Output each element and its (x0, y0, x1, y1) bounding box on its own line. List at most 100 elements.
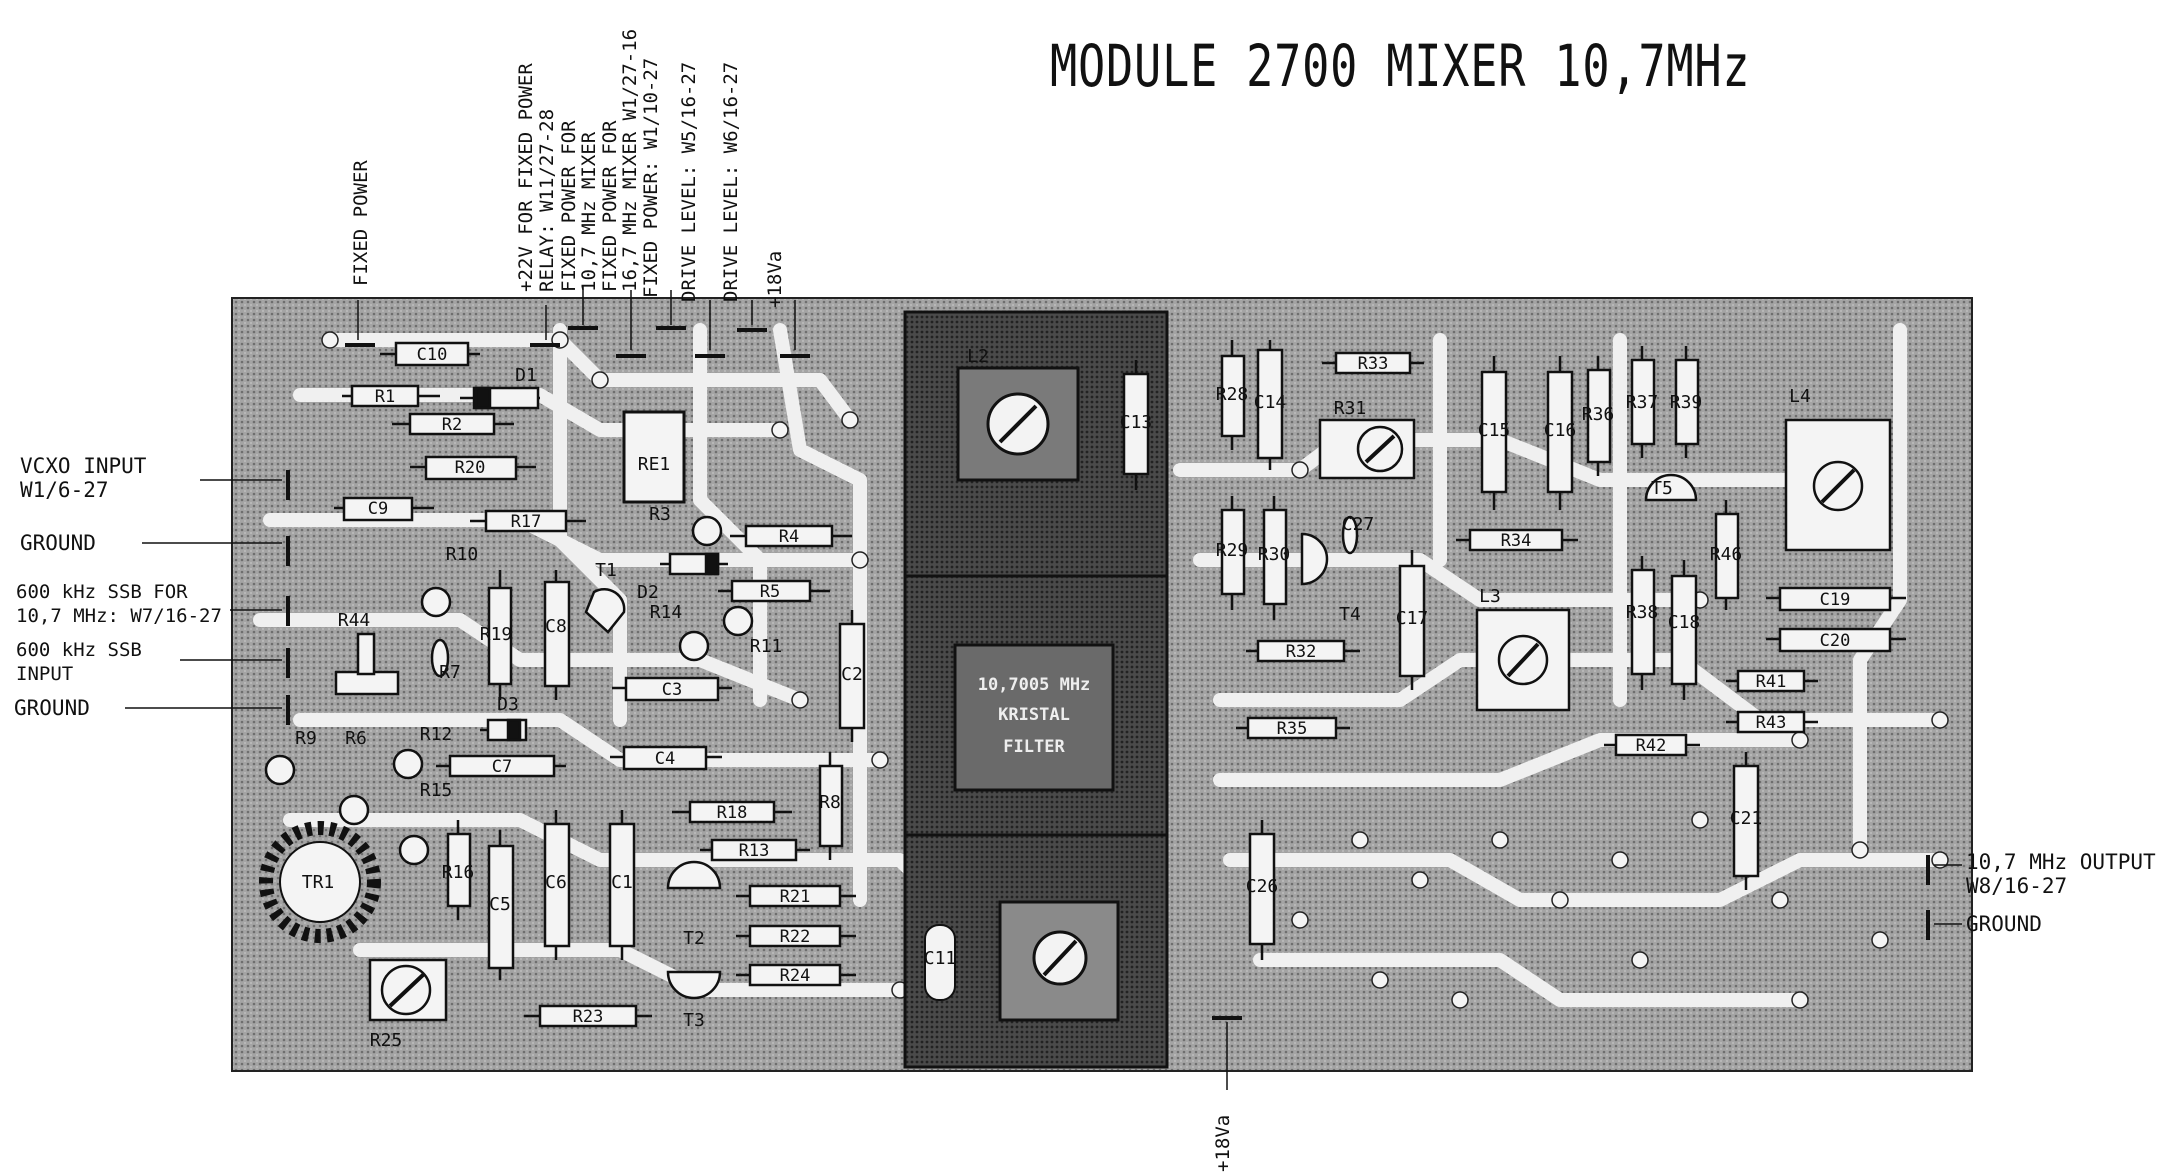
svg-text:R1: R1 (375, 387, 395, 407)
label-167-mixer: 16,7 MHz MIXER W1/27-16 (619, 28, 641, 292)
svg-text:T2: T2 (683, 928, 705, 949)
svg-text:C16: C16 (1544, 420, 1577, 441)
svg-text:C5: C5 (489, 894, 511, 915)
svg-text:R42: R42 (1636, 736, 1667, 756)
svg-text:D1: D1 (515, 365, 537, 386)
label-fixed-power-for-1: FIXED POWER FOR (558, 120, 580, 292)
svg-text:R29: R29 (1216, 540, 1249, 561)
svg-text:C18: C18 (1668, 612, 1701, 633)
svg-text:C26: C26 (1246, 876, 1279, 897)
svg-text:C2: C2 (841, 664, 863, 685)
svg-text:L4: L4 (1789, 386, 1811, 407)
output-line2: W8/16-27 (1966, 874, 2068, 898)
svg-text:R36: R36 (1582, 404, 1615, 425)
ssb107-line1: 600 kHz SSB FOR (16, 581, 188, 603)
svg-text:R46: R46 (1710, 544, 1743, 565)
svg-text:C7: C7 (492, 757, 512, 777)
svg-text:R16: R16 (442, 862, 475, 883)
top-terminals (345, 326, 810, 358)
svg-text:C11: C11 (924, 948, 957, 969)
svg-text:R22: R22 (780, 927, 811, 947)
svg-text:R20: R20 (455, 458, 486, 478)
svg-text:R35: R35 (1277, 719, 1308, 739)
svg-text:R11: R11 (750, 636, 783, 657)
svg-text:R19: R19 (480, 624, 513, 645)
top-leaders (357, 285, 796, 350)
svg-text:R32: R32 (1286, 642, 1317, 662)
vcxo-line1: VCXO INPUT (20, 454, 147, 478)
svg-text:C27: C27 (1342, 514, 1375, 535)
ssb-line1: 600 kHz SSB (16, 639, 142, 661)
label-ground-2: GROUND (14, 696, 90, 720)
svg-text:L3: L3 (1479, 586, 1501, 607)
left-leaders (125, 479, 282, 709)
svg-text:R31: R31 (1334, 398, 1367, 419)
svg-text:R18: R18 (717, 803, 748, 823)
crystal-text-0: 10,7005 MHz (978, 675, 1091, 695)
svg-text:R44: R44 (338, 610, 371, 631)
diagram-title: MODULE 2700 MIXER 10,7MHz (1050, 32, 1751, 100)
label-drive-level-w5: DRIVE LEVEL: W5/16-27 (678, 61, 700, 302)
special-parts (259, 410, 1892, 1022)
svg-text:R28: R28 (1216, 384, 1249, 405)
svg-text:R6: R6 (345, 728, 367, 749)
svg-text:C14: C14 (1254, 392, 1287, 413)
svg-text:R14: R14 (650, 602, 683, 623)
svg-text:C1: C1 (611, 872, 633, 893)
svg-text:C6: C6 (545, 872, 567, 893)
label-fixed-power: FIXED POWER (350, 160, 372, 286)
svg-text:R9: R9 (295, 728, 317, 749)
svg-text:C19: C19 (1820, 590, 1851, 610)
svg-text:R43: R43 (1756, 713, 1787, 733)
svg-text:C20: C20 (1820, 631, 1851, 651)
svg-text:C21: C21 (1730, 808, 1763, 829)
svg-text:R8: R8 (819, 792, 841, 813)
label-ground-right: GROUND (1966, 912, 2042, 936)
label-600khz-ssb-107: 600 kHz SSB FOR 10,7 MHz: W7/16-27 (16, 580, 222, 628)
svg-text:C3: C3 (662, 680, 682, 700)
svg-text:C10: C10 (417, 345, 448, 365)
svg-text:R7: R7 (439, 662, 461, 683)
svg-text:R38: R38 (1626, 602, 1659, 623)
svg-text:R39: R39 (1670, 392, 1703, 413)
svg-text:R21: R21 (780, 887, 811, 907)
svg-text:R33: R33 (1358, 354, 1389, 374)
svg-text:T1: T1 (595, 560, 617, 581)
label-ground-1: GROUND (20, 531, 96, 555)
svg-text:R13: R13 (739, 841, 770, 861)
label-vcxo-input: VCXO INPUT W1/6-27 (20, 454, 146, 502)
component-labels: D1 RE1 R3 D2 R14 R11 R10 R19 C8 T1 R44 R… (295, 346, 1811, 1051)
svg-text:RE1: RE1 (638, 454, 671, 475)
svg-text:R17: R17 (511, 512, 542, 532)
output-line1: 10,7 MHz OUTPUT (1966, 850, 2156, 874)
crystal-text-1: KRISTAL (998, 705, 1070, 725)
label-18va-bottom: +18Va (1212, 1114, 1234, 1172)
svg-text:R12: R12 (420, 724, 453, 745)
svg-text:R10: R10 (446, 544, 479, 565)
right-leaders (1934, 864, 1962, 925)
svg-text:C4: C4 (655, 749, 675, 769)
svg-text:R37: R37 (1626, 392, 1659, 413)
svg-text:R4: R4 (779, 527, 799, 547)
label-600khz-ssb-input: 600 kHz SSB INPUT (16, 638, 142, 686)
crystal-text-2: FILTER (1003, 737, 1065, 757)
label-107-mixer: 10,7 MHz MIXER (578, 131, 600, 292)
svg-text:R30: R30 (1258, 544, 1291, 565)
bottom-terminal (1212, 1016, 1242, 1090)
svg-text:C17: C17 (1396, 608, 1429, 629)
svg-text:R5: R5 (760, 582, 780, 602)
svg-text:C8: C8 (545, 616, 567, 637)
svg-text:R41: R41 (1756, 672, 1787, 692)
svg-text:T5: T5 (1651, 478, 1673, 499)
svg-text:L2: L2 (967, 346, 989, 367)
label-18va-top: +18Va (764, 250, 786, 308)
svg-text:D3: D3 (497, 694, 519, 715)
svg-text:TR1: TR1 (302, 872, 335, 893)
svg-text:T4: T4 (1339, 604, 1361, 625)
ssb-line2: INPUT (16, 663, 74, 685)
svg-text:R34: R34 (1501, 531, 1532, 551)
svg-text:R23: R23 (573, 1007, 604, 1027)
svg-text:R2: R2 (442, 415, 462, 435)
label-fixed-power-for-2: FIXED POWER FOR (599, 120, 621, 292)
